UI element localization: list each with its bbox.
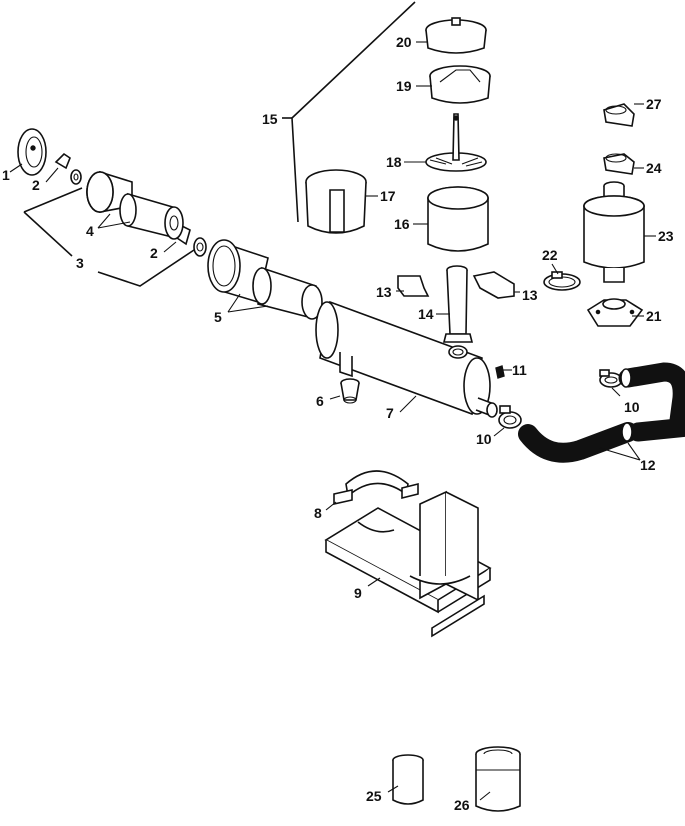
part-17-mesh-sleeve xyxy=(305,169,378,234)
part-21-flange-adapter xyxy=(586,298,644,327)
part-26-oil-filter xyxy=(475,746,521,812)
callout-22: 22 xyxy=(542,247,558,263)
part-13-strap-right xyxy=(472,271,520,299)
callout-26: 26 xyxy=(454,797,470,813)
callout-17: 17 xyxy=(380,188,396,204)
part-8-mounting-strap xyxy=(325,470,419,511)
callout-12: 12 xyxy=(640,457,656,473)
part-7-air-cleaner-body xyxy=(315,300,498,418)
callout-13b: 13 xyxy=(522,287,538,303)
part-12-intake-hose xyxy=(518,362,685,463)
part-10-hose-clamp-upper xyxy=(599,369,623,397)
callout-10b: 10 xyxy=(624,399,640,415)
callout-3: 3 xyxy=(76,255,84,271)
part-5-outer-filter-element xyxy=(207,239,323,320)
part-22-clamp xyxy=(543,263,581,291)
callout-labels: 1 2 2 3 4 5 6 7 8 9 10 10 11 12 13 13 14… xyxy=(2,34,674,813)
callout-20: 20 xyxy=(396,34,412,50)
callout-4: 4 xyxy=(86,223,94,239)
part-9-mounting-bracket xyxy=(324,490,492,638)
part-1-end-cover xyxy=(9,128,47,176)
callout-7: 7 xyxy=(386,405,394,421)
part-11-fitting xyxy=(495,365,512,379)
callout-15: 15 xyxy=(262,111,278,127)
callout-5: 5 xyxy=(214,309,222,325)
callout-6: 6 xyxy=(316,393,324,409)
callout-10a: 10 xyxy=(476,431,492,447)
part-4-inner-filter-element xyxy=(86,170,184,240)
assembly-bracket-15 xyxy=(282,1,416,223)
part-10-hose-clamp-lower xyxy=(493,405,522,437)
callout-19: 19 xyxy=(396,78,412,94)
part-13-strap-left xyxy=(396,275,430,297)
callout-1: 1 xyxy=(2,167,10,183)
part-2-wing-nut-lower xyxy=(163,224,207,257)
callout-13a: 13 xyxy=(376,284,392,300)
callout-16: 16 xyxy=(394,216,410,232)
part-23-precleaner-canister xyxy=(583,181,656,283)
part-6-dust-valve xyxy=(329,378,360,404)
callout-14: 14 xyxy=(418,306,434,322)
part-18-vane-assembly xyxy=(404,113,487,172)
part-3-element-kit-bracket xyxy=(23,187,195,287)
callout-2a: 2 xyxy=(32,177,40,193)
callout-8: 8 xyxy=(314,505,322,521)
part-20-precleaner-cap xyxy=(416,17,487,54)
part-27-rain-cap xyxy=(603,103,644,127)
callout-11: 11 xyxy=(512,362,527,378)
callout-27: 27 xyxy=(646,96,662,112)
part-24-rain-cap xyxy=(603,153,644,175)
part-14-center-tube xyxy=(436,265,474,343)
part-25-fuel-filter xyxy=(387,754,424,805)
callout-18: 18 xyxy=(386,154,402,170)
callout-23: 23 xyxy=(658,228,674,244)
callout-25: 25 xyxy=(366,788,382,804)
part-19-bowl xyxy=(416,65,491,104)
callout-9: 9 xyxy=(354,585,362,601)
part-2-wing-nut-upper xyxy=(45,152,82,185)
callout-2b: 2 xyxy=(150,245,158,261)
callout-21: 21 xyxy=(646,308,662,324)
part-16-precleaner-screen xyxy=(413,186,489,252)
callout-24: 24 xyxy=(646,160,662,176)
